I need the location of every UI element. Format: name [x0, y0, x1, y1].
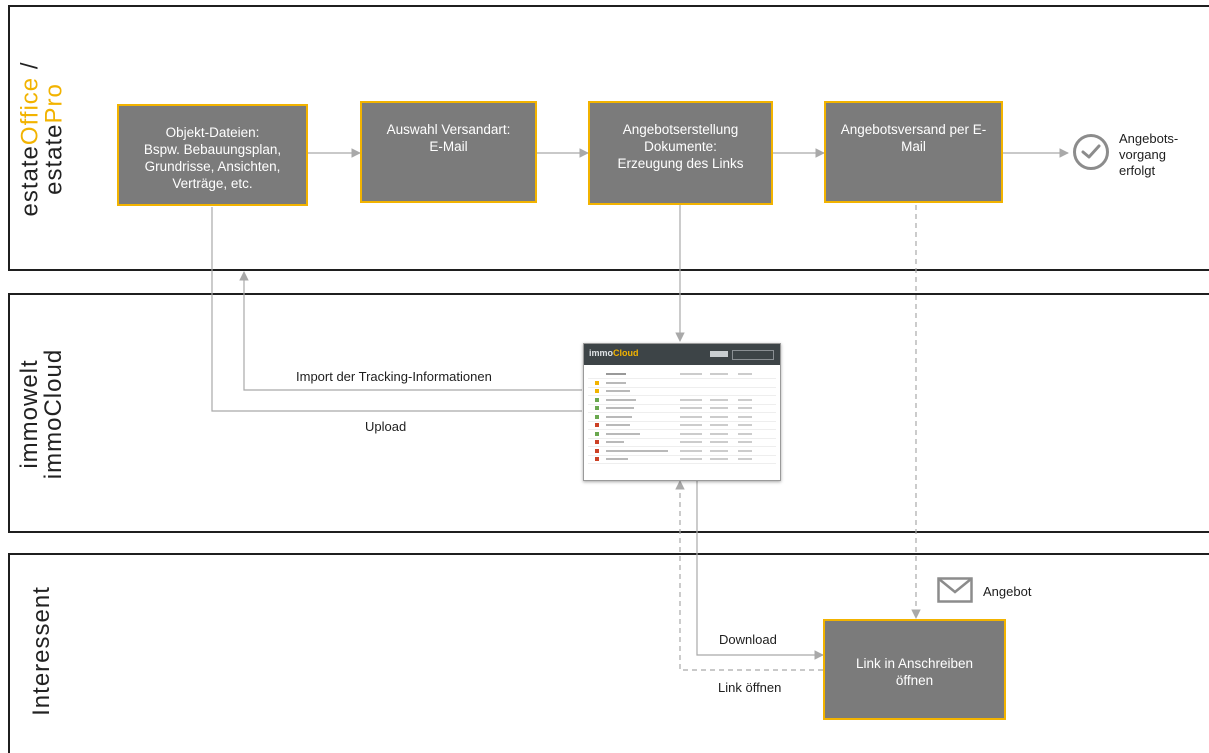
thumbnail-header: immoCloud: [584, 344, 780, 365]
angebot-label: Angebot: [983, 584, 1032, 599]
envelope-icon: [937, 577, 973, 608]
lane-interessent: [8, 553, 1209, 753]
check-circle-icon: [1073, 134, 1109, 170]
link-oeffnen-label: Link öffnen: [718, 680, 782, 695]
angebotserstellung-box: Angebotserstellung Dokumente: Erzeugung …: [588, 101, 773, 205]
immocloud-logo: immoCloud: [589, 348, 639, 358]
immocloud-screenshot: immoCloud: [583, 343, 781, 481]
download-label: Download: [719, 632, 777, 647]
thumbnail-file-list: [584, 365, 780, 464]
objekt-dateien-box: Objekt-Dateien: Bspw. Bebauungsplan, Gru…: [117, 104, 308, 206]
lane-immocloud: [8, 293, 1209, 533]
angebotsvorgang-label: Angebots- vorgang erfolgt: [1119, 131, 1179, 178]
auswahl-versandart-box: Auswahl Versandart: E-Mail: [360, 101, 537, 203]
upload-label: Upload: [365, 419, 407, 434]
import-tracking-label: Import der Tracking-Informationen: [296, 369, 492, 384]
angebotsversand-box: Angebotsversand per E- Mail: [824, 101, 1003, 203]
lane-estateoffice: [8, 5, 1209, 271]
link-in-anschreiben-box: Link in Anschreiben öffnen: [823, 619, 1006, 720]
